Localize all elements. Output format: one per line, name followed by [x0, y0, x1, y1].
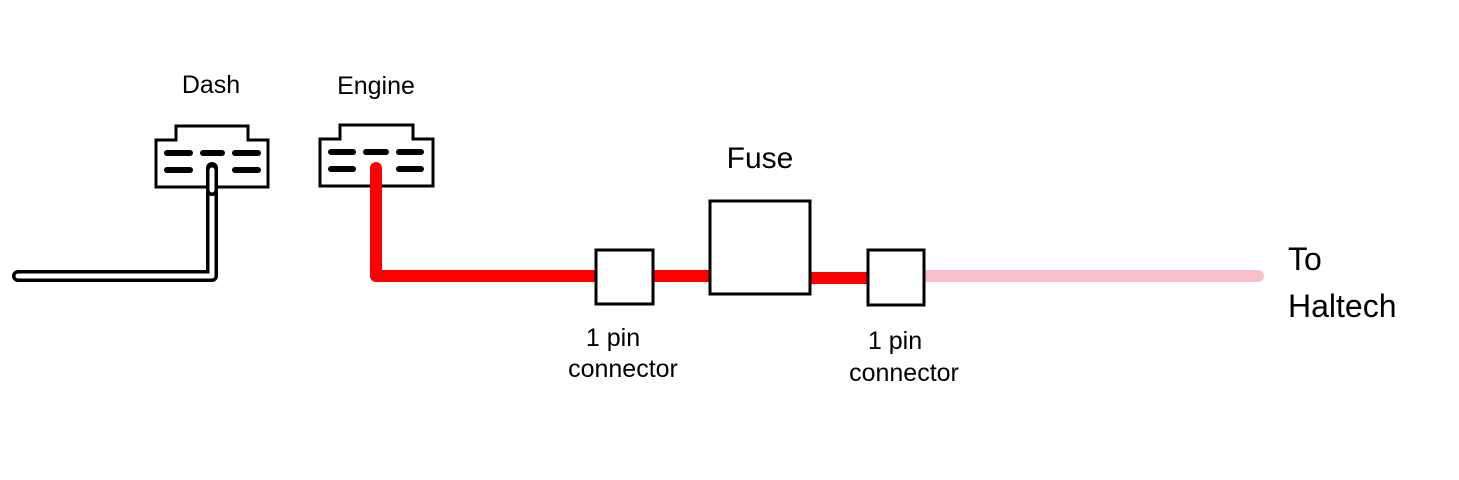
connector-1-label-line2: connector — [568, 355, 678, 383]
fuse-label: Fuse — [727, 142, 794, 175]
connector-2-label-line1: 1 pin — [868, 327, 922, 355]
fuse-box — [708, 199, 812, 296]
dash-wire — [12, 162, 218, 282]
to-haltech-label-line2: Haltech — [1288, 288, 1397, 324]
connector-2-label-line2: connector — [849, 359, 959, 387]
one-pin-connector-2 — [866, 248, 926, 307]
one-pin-connector-1 — [594, 248, 655, 306]
to-haltech-label-line1: To — [1288, 241, 1322, 277]
connector-1-label-line1: 1 pin — [586, 324, 640, 352]
engine-connector — [318, 123, 435, 188]
engine-red-wire — [370, 162, 603, 282]
engine-label: Engine — [337, 72, 415, 100]
dash-label: Dash — [182, 71, 240, 99]
dash-connector — [154, 124, 270, 196]
